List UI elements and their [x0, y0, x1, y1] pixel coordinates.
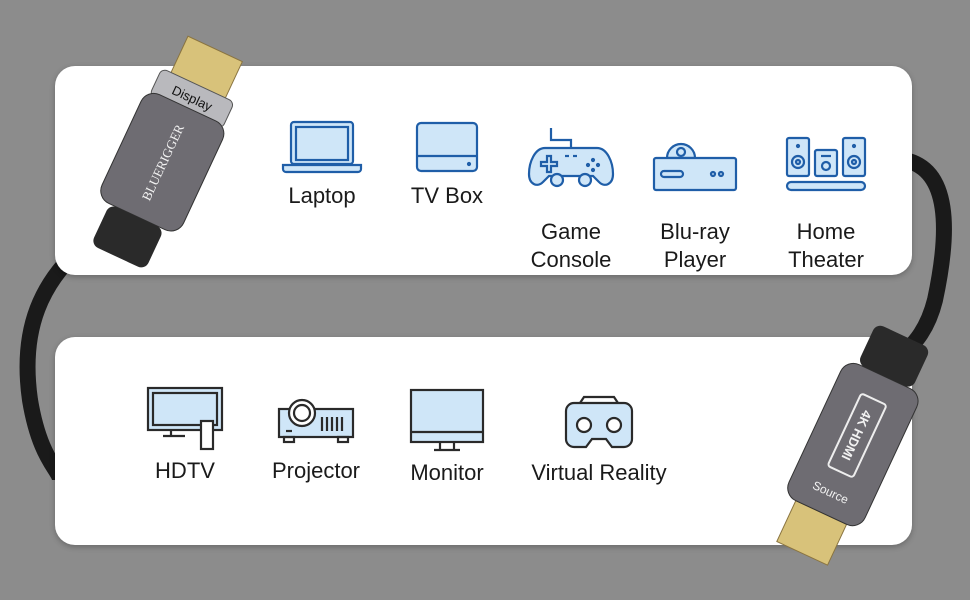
- tv-box-icon: [415, 121, 479, 173]
- device-label: Laptop: [288, 183, 356, 208]
- device-laptop: Laptop: [247, 118, 397, 210]
- device-hdtv: HDTV: [110, 385, 260, 485]
- device-projector: Projector: [241, 395, 391, 485]
- display-connector: Display BLUERIGGER: [93, 35, 244, 268]
- device-tv-box: TV Box: [372, 118, 522, 210]
- monitor-icon: [409, 388, 485, 452]
- device-label: Projector: [271, 458, 361, 483]
- device-blu-ray-player: Blu-ray Player: [620, 116, 770, 292]
- display-devices-panel: HDTV Projector Monitor Virtual Reality: [55, 337, 912, 545]
- device-label: Virtual Reality: [531, 460, 667, 485]
- device-home-theater: Home Theater: [751, 116, 901, 292]
- source-connector: 4K HDMI Source: [776, 325, 929, 566]
- game-controller-icon: [527, 128, 615, 188]
- device-label: TV Box: [410, 183, 484, 208]
- projector-icon: [277, 398, 355, 444]
- hdtv-icon: [146, 386, 224, 451]
- laptop-icon: [281, 120, 363, 174]
- device-label: Blu-ray Player: [660, 219, 730, 272]
- device-label: HDTV: [155, 458, 215, 483]
- vr-headset-icon: [564, 395, 634, 449]
- device-label: Game Console: [530, 219, 612, 272]
- device-label: Home Theater: [788, 219, 864, 272]
- home-theater-icon: [785, 136, 867, 192]
- device-label: Monitor: [410, 460, 484, 485]
- device-game-console: Game Console: [496, 108, 646, 292]
- device-virtual-reality: Virtual Reality: [524, 393, 674, 487]
- blu-ray-player-icon: [652, 142, 738, 192]
- device-monitor: Monitor: [372, 387, 522, 487]
